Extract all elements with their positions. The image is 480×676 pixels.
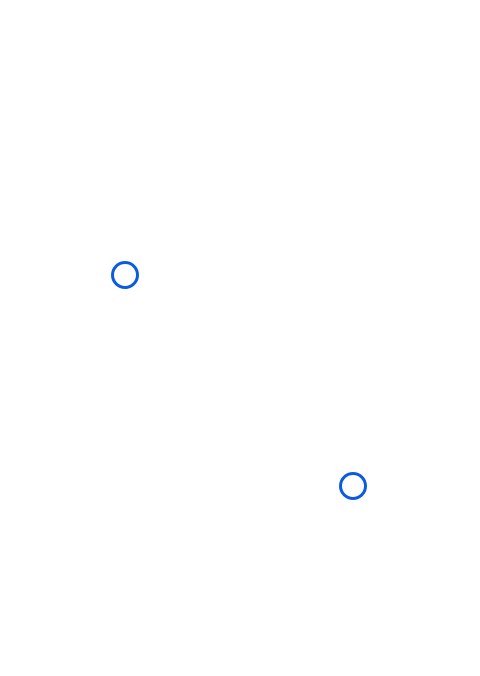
circle-target-2[interactable] [339, 472, 367, 500]
circle-target-1[interactable] [111, 261, 139, 289]
